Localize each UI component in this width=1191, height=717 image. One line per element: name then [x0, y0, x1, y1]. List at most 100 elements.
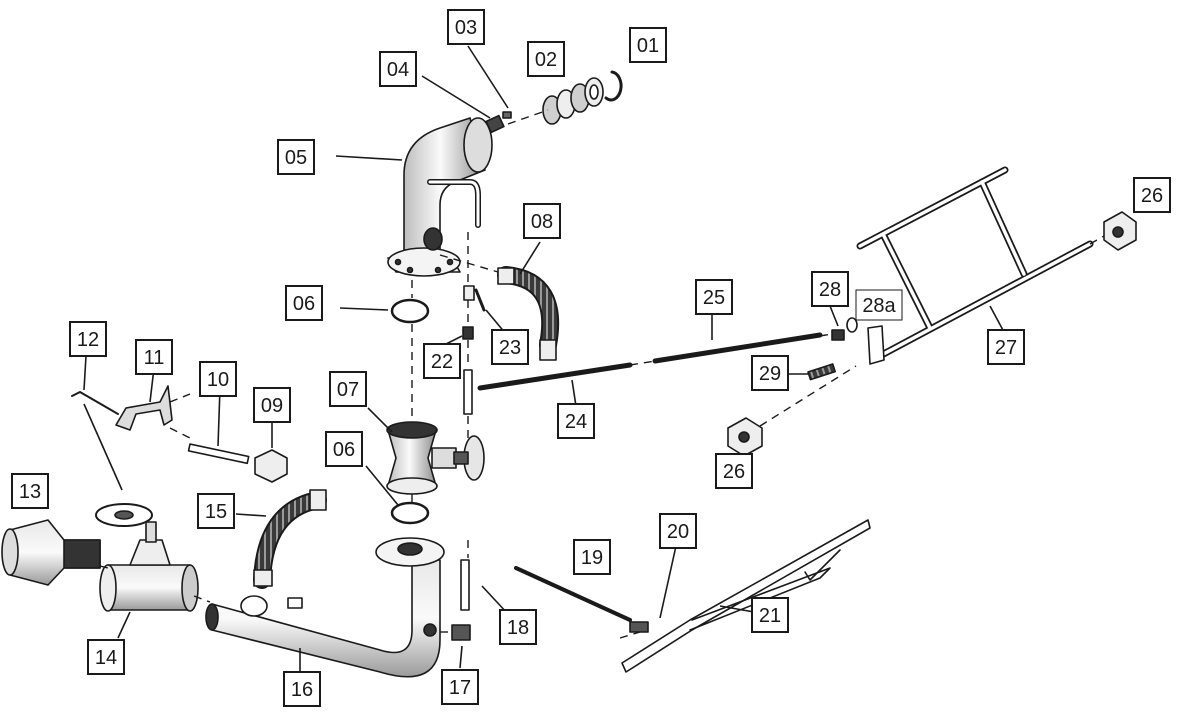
axis-dashed: [169, 393, 191, 403]
rod-part: [187, 443, 250, 465]
callout-number: 22: [431, 351, 453, 373]
callout-number: 28: [819, 279, 841, 301]
axis-dashed: [169, 427, 191, 439]
callout-number: 29: [759, 363, 781, 385]
callout-box: [329, 371, 367, 407]
axis-dashed: [759, 365, 857, 427]
tube-part: [460, 559, 470, 611]
callout-09: 09: [253, 387, 291, 423]
leader-12: [83, 355, 87, 391]
callout-number: 25: [703, 287, 725, 309]
bent-tube-part: [463, 285, 486, 312]
axis-dashed: [193, 595, 211, 603]
spring-part: [807, 363, 836, 381]
bolt-part: [831, 329, 845, 341]
leader-07: [367, 407, 393, 433]
callout-20: 20: [659, 513, 697, 549]
axis-dashed: [819, 333, 833, 337]
callout-26: 26: [715, 453, 753, 489]
gasket-upper-part: [390, 298, 430, 324]
callout-box: [441, 669, 479, 705]
bracket-plate-part: [867, 325, 885, 365]
long-rod-part: [477, 362, 633, 391]
callout-number: 13: [19, 481, 41, 503]
leader-20: [659, 545, 677, 619]
callout-number: 24: [565, 411, 587, 433]
callout-25: 25: [695, 279, 733, 315]
callout-27: 27: [987, 329, 1025, 365]
callout-04: 04: [379, 51, 417, 87]
leader-04: [421, 75, 491, 119]
retaining-ring-part: [604, 70, 623, 102]
callout-box: [629, 27, 667, 63]
callout-box: [283, 671, 321, 707]
callout-07: 07: [329, 371, 367, 407]
callout-box: [751, 355, 789, 391]
callout-13: 13: [11, 473, 49, 509]
gate-valve-part: [386, 421, 485, 495]
callout-box: [87, 639, 125, 675]
callout-number: 18: [507, 617, 529, 639]
callout-number: 02: [535, 49, 557, 71]
callout-17: 17: [441, 669, 479, 705]
callout-box: [69, 321, 107, 357]
callout-box: [811, 271, 849, 307]
callout-box: [1133, 177, 1171, 213]
callout-number: 09: [261, 395, 283, 417]
callout-box: [499, 609, 537, 645]
adapter-part: [1, 519, 101, 586]
callout-box: [751, 597, 789, 633]
bracket-part: [115, 385, 173, 431]
callout-23: 23: [491, 329, 529, 365]
callout-box: [523, 203, 561, 239]
lever-frame-part: [621, 519, 871, 673]
callout-box: [11, 473, 49, 509]
callout-box: [695, 279, 733, 315]
flex-hose-upper-part: [497, 266, 560, 361]
drive-rod-part: [514, 566, 632, 622]
leader-14: [117, 611, 131, 639]
callout-18: 18: [499, 609, 537, 645]
callout-number: 19: [581, 547, 603, 569]
callout-box: [527, 41, 565, 77]
gasket-lower-part: [390, 501, 430, 525]
leader-15: [235, 513, 267, 517]
leader-27: [989, 305, 1005, 333]
callout-number: 15: [205, 501, 227, 523]
callout-box: [197, 493, 235, 529]
leader-06a: [339, 307, 389, 311]
joint-fitting-part: [629, 621, 649, 633]
leader-21: [719, 605, 755, 613]
hex-nut-part: [254, 449, 288, 483]
callout-box: [557, 403, 595, 439]
callout-28a: 28a: [855, 289, 903, 321]
callout-box: [199, 361, 237, 397]
callout-number: 06: [293, 293, 315, 315]
callout-number: 26: [1141, 185, 1163, 207]
callout-number: 10: [207, 369, 229, 391]
callout-box: [277, 139, 315, 175]
callout-14: 14: [87, 639, 125, 675]
axis-dashed: [99, 565, 109, 569]
callout-28: 28: [811, 271, 849, 307]
callout-15: 15: [197, 493, 235, 529]
callout-number: 26: [723, 461, 745, 483]
callout-number: 07: [337, 379, 359, 401]
pin-part: [71, 391, 119, 415]
callout-11: 11: [135, 339, 173, 375]
globe-valve-part: [95, 503, 199, 612]
callout-box: [855, 289, 903, 321]
callout-box: [447, 9, 485, 45]
callout-number: 03: [455, 17, 477, 39]
leader-12b: [83, 403, 123, 491]
callout-number: 16: [291, 679, 313, 701]
callout-box: [423, 343, 461, 379]
callout-02: 02: [527, 41, 565, 77]
callout-06: 06: [285, 285, 323, 321]
callout-10: 10: [199, 361, 237, 397]
callout-number: 01: [637, 35, 659, 57]
elbow-body-part: [387, 117, 493, 277]
small-connector-part: [462, 326, 474, 340]
